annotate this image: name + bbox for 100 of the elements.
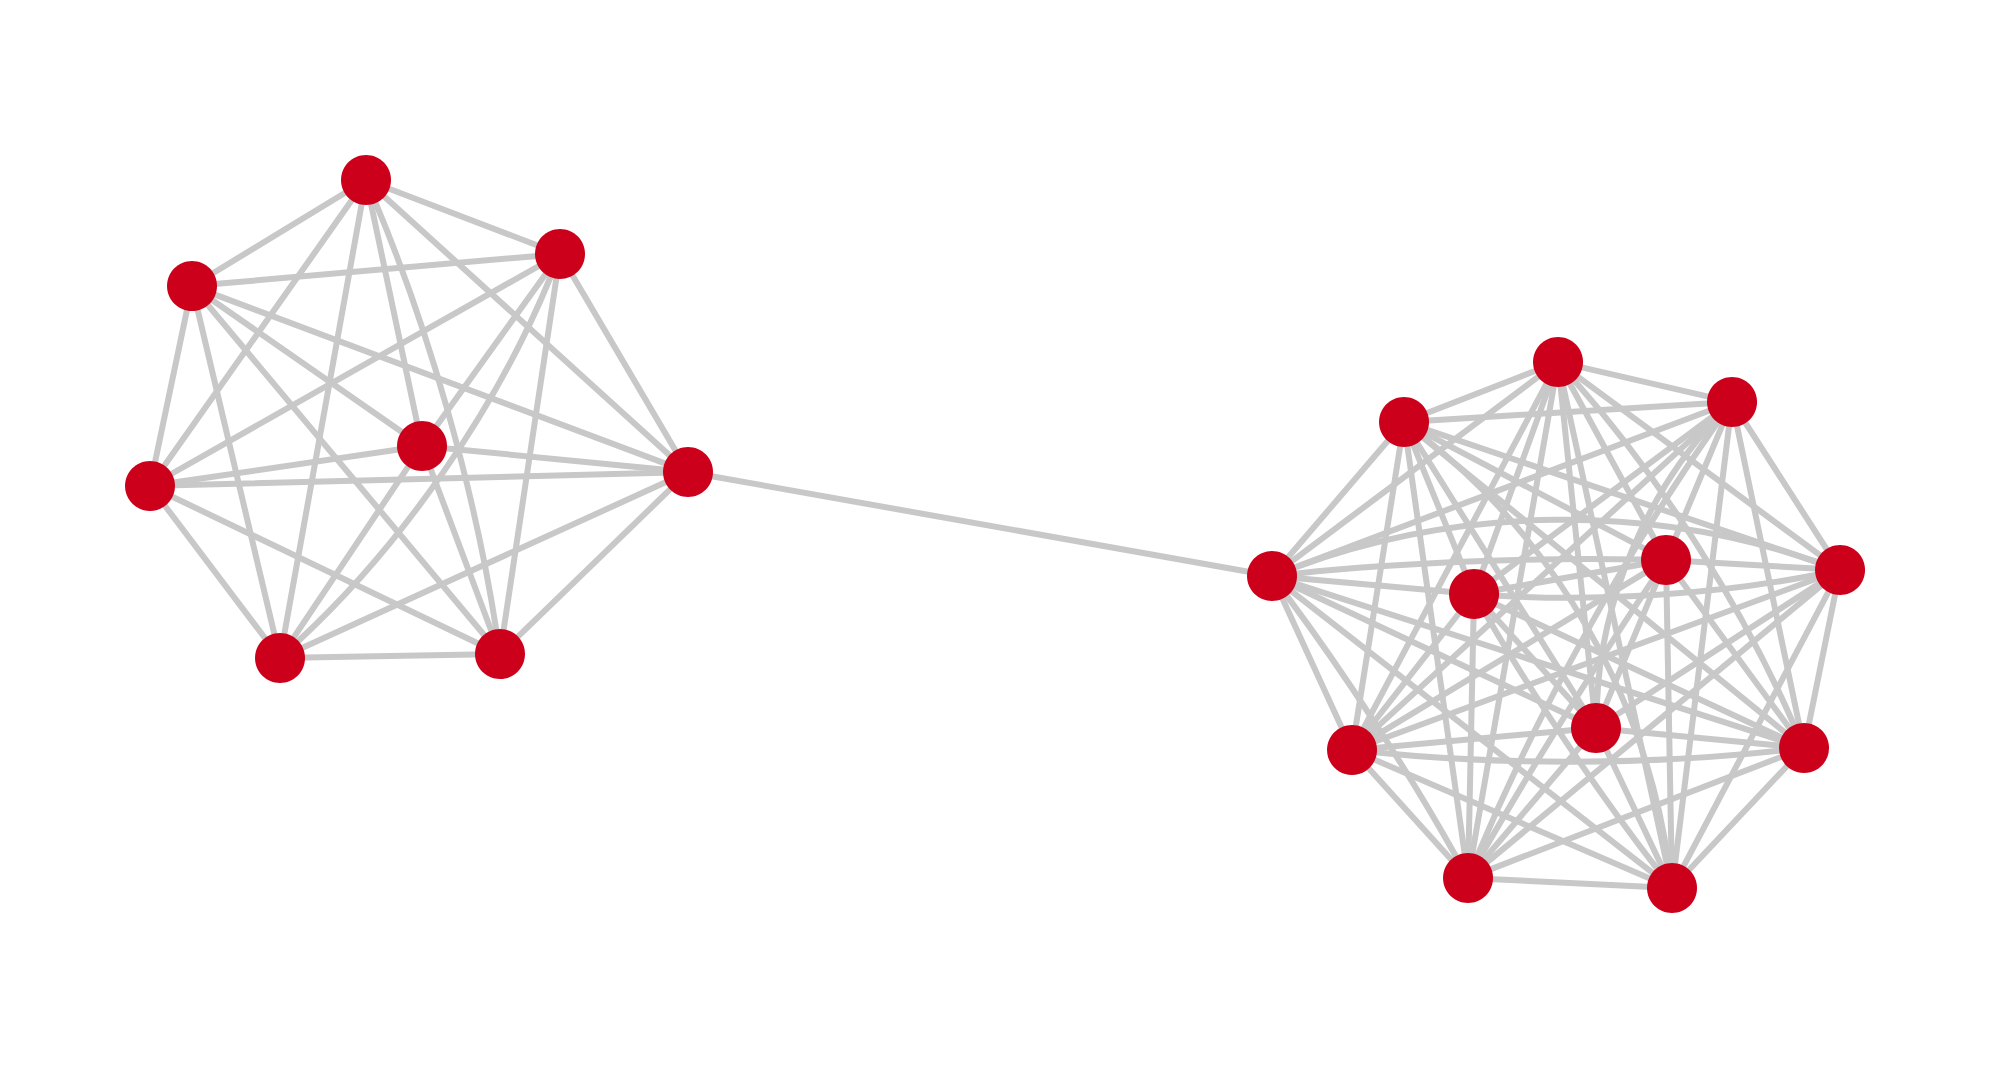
edge-line (1284, 593, 1459, 859)
edge-line (1672, 424, 1732, 866)
edge-line (1289, 374, 1541, 564)
edge-line (372, 200, 500, 632)
edge-line (1672, 422, 1726, 540)
edge-line (1285, 438, 1391, 560)
node-circle (475, 629, 525, 679)
edge-line (1557, 384, 1597, 706)
edge-line (169, 494, 481, 646)
edge-line (569, 272, 679, 454)
edge-line (172, 446, 400, 486)
edge-line (1426, 400, 1710, 424)
edge-line (1404, 444, 1468, 856)
node-circle (663, 447, 713, 497)
node-circle (1779, 723, 1830, 773)
edge-line (1293, 580, 1783, 744)
edge-line (1289, 588, 1655, 876)
edge-line (1374, 727, 1574, 751)
edge-line (368, 201, 420, 425)
edge-line (1360, 381, 1550, 731)
edge-line (1579, 364, 1711, 400)
node-circle (1449, 569, 1500, 619)
edge-line (161, 197, 355, 469)
node-circle (1571, 703, 1621, 753)
edge-line (212, 291, 668, 467)
edge-line (1364, 611, 1462, 733)
edge-line (1688, 558, 1818, 572)
edge-line (386, 186, 540, 248)
node-circle (1379, 397, 1429, 447)
edge-line (1366, 765, 1454, 863)
edge-line (1420, 435, 1788, 735)
edge-line (515, 486, 673, 640)
edge-line (302, 651, 478, 661)
edge-line (381, 194, 673, 458)
edge-line (194, 307, 278, 637)
edge-line (433, 271, 549, 429)
edge-line (162, 503, 268, 641)
edge-line (1678, 577, 1792, 731)
edge-line (1374, 747, 1782, 765)
edge-line (1423, 430, 1647, 552)
edge-line (1370, 570, 1648, 740)
edge-line (291, 464, 411, 640)
edge-line (1560, 383, 1670, 867)
edge-line (1491, 414, 1715, 582)
node-circle (1247, 551, 1297, 601)
edge-line (1477, 578, 1655, 860)
edge-line (1410, 442, 1468, 574)
node-circle (1641, 535, 1692, 585)
edge-line (444, 445, 666, 473)
edge-line (1372, 757, 1652, 881)
edge-line (1680, 589, 1832, 869)
node-circle (397, 421, 447, 471)
edge-line (1602, 580, 1660, 708)
edge-line (1469, 384, 1557, 856)
node-circle (1647, 863, 1698, 913)
edge-line (1603, 747, 1665, 869)
edge-line (1465, 616, 1477, 856)
edge-line (1279, 596, 1345, 730)
edge-line (1618, 727, 1782, 749)
edge-line (1353, 444, 1404, 728)
node-circle (1533, 337, 1584, 387)
edge-line (1663, 582, 1675, 866)
edge-line (1494, 601, 1784, 741)
edge-line (1424, 368, 1538, 416)
edge-line (1294, 575, 1452, 595)
edge-line (295, 274, 554, 644)
node-circle (535, 229, 585, 279)
edge-line (1292, 516, 1820, 571)
edge-line (1292, 583, 1577, 721)
node-circle (125, 461, 175, 511)
edge-line (1292, 408, 1712, 570)
edge-line (1488, 754, 1784, 872)
edge-line (1483, 612, 1660, 871)
edge-line (300, 479, 668, 651)
edge-line (1484, 583, 1824, 865)
edge-line (427, 466, 495, 634)
edge-line (1294, 556, 1644, 577)
edge-line (1575, 374, 1823, 558)
edge-line (205, 302, 487, 638)
edge-line (1571, 378, 1797, 728)
edge-line (214, 253, 538, 287)
edge-line (281, 202, 365, 636)
edge-line (1742, 420, 1830, 552)
edge-line (1425, 427, 1819, 565)
edge-line (710, 473, 1250, 575)
node-circle (341, 155, 391, 205)
edge-line (210, 190, 348, 276)
edge-line (1474, 419, 1721, 858)
edge-line (1614, 580, 1822, 718)
edge-line (1479, 382, 1553, 574)
node-circle (1327, 725, 1377, 775)
edge-line (1372, 575, 1820, 745)
edge-line (1806, 591, 1838, 727)
edge-line (1490, 876, 1650, 890)
edge-line (1414, 440, 1586, 710)
edge-line (169, 263, 541, 477)
edge-line (1686, 763, 1790, 873)
node-circle (1443, 853, 1493, 903)
node-circle (1707, 377, 1758, 427)
edge-line (172, 469, 666, 489)
